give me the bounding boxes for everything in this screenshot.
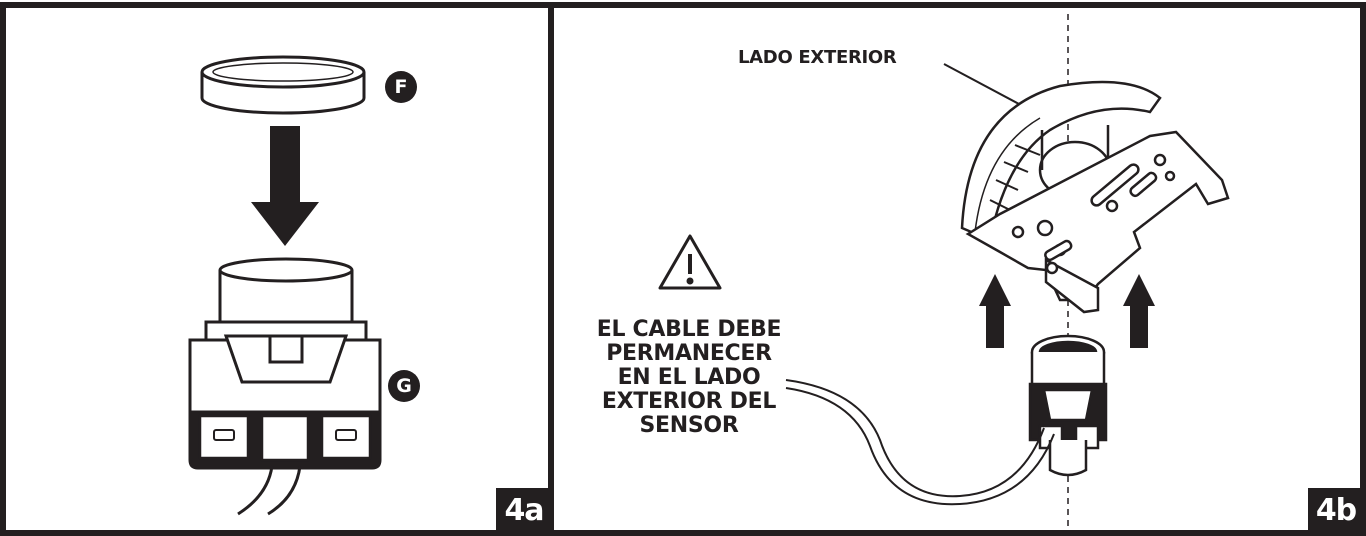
outside-side-label: LADO EXTERIOR [738, 47, 897, 68]
warning-line: SENSOR [639, 413, 739, 438]
cable-warning-text: EL CABLE DEBE PERMANECER EN EL LADO EXTE… [582, 318, 796, 438]
panel-label-4a: 4a [496, 488, 552, 534]
part-g-badge: G [388, 370, 420, 402]
sensor-cable [785, 379, 1055, 506]
warning-line: EN EL LADO [617, 365, 761, 390]
arrow-up-icon [979, 274, 1011, 348]
part-f-badge: F [385, 71, 417, 103]
warning-line: EL CABLE DEBE [596, 317, 782, 342]
part-g-connector [188, 257, 382, 470]
arrow-down-icon [251, 126, 319, 246]
warning-line: PERMANECER [606, 341, 772, 366]
warning-triangle-icon [658, 234, 722, 290]
warning-line: EXTERIOR DEL [601, 389, 777, 414]
part-f-ring [200, 55, 366, 115]
part-g-cable [237, 465, 302, 516]
arrow-up-icon [1123, 274, 1155, 348]
sensor-housing [960, 80, 1230, 314]
sensor-connector [1028, 334, 1108, 477]
panel-label-4b: 4b [1308, 488, 1364, 534]
